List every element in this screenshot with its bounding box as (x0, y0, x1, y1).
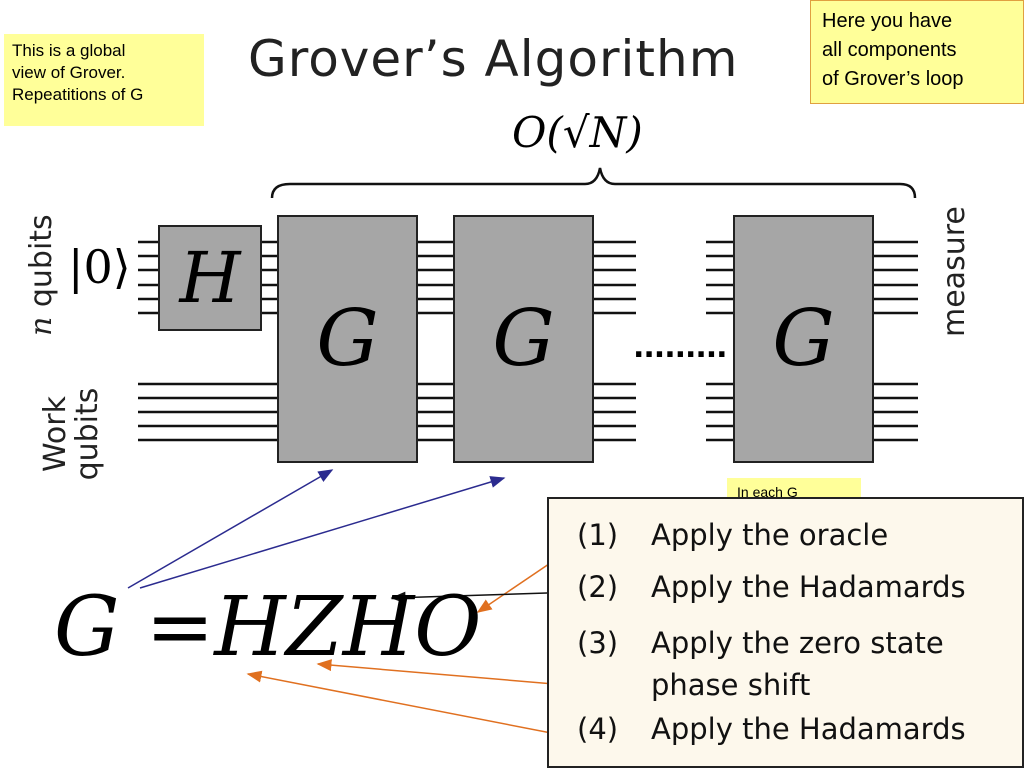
n-qubits-label: n qubits (24, 214, 60, 336)
step-2-text: Apply the Hadamards (651, 570, 966, 604)
page-title: Grover’s Algorithm (248, 30, 739, 88)
arrow-equation-to-g1 (127, 469, 334, 589)
repetition-dots: ......... (633, 330, 728, 365)
grover-gate-1: G (277, 215, 418, 463)
grover-gate-3: G (733, 215, 874, 463)
note-in-each-g-text: In each G (737, 484, 798, 500)
steps-box: (1) Apply the oracle (2) Apply the Hadamar… (547, 497, 1024, 768)
note-components-text: Here you have all components of Grover’s… (822, 10, 964, 90)
note-global-view: This is a global view of Grover. Repeati… (4, 34, 204, 126)
step-3: (3) Apply the zero state phase shift (577, 621, 944, 707)
note-global-view-text: This is a global view of Grover. Repeati… (12, 41, 144, 104)
n-qubits-variable: n (24, 316, 59, 336)
note-components: Here you have all components of Grover’s… (810, 0, 1024, 104)
step-3-number: (3) (577, 626, 619, 660)
hadamard-gate: H (158, 225, 262, 331)
step-3-continuation: phase shift (651, 668, 811, 702)
repeat-brace (270, 167, 917, 199)
arrow-equation-to-g2 (139, 476, 506, 589)
step-1: (1) Apply the oracle (577, 513, 888, 557)
grover-gate-2: G (453, 215, 594, 463)
step-4: (4) Apply the Hadamards (577, 707, 966, 751)
n-qubits-word: qubits (24, 214, 59, 317)
step-1-number: (1) (577, 518, 619, 552)
ket-zero-label: |0⟩ (68, 240, 131, 294)
work-qubits-label: Work qubits (38, 387, 105, 481)
step-2: (2) Apply the Hadamards (577, 565, 966, 609)
step-3-text: Apply the zero state (651, 626, 944, 660)
grover-equation: G =HZHO (54, 580, 482, 675)
arrow-step4-to-h (246, 670, 578, 739)
step-2-number: (2) (577, 570, 619, 604)
step-4-number: (4) (577, 712, 619, 746)
step-1-text: Apply the oracle (651, 518, 889, 552)
measure-label: measure (937, 206, 972, 337)
complexity-label: O(√N) (512, 108, 643, 157)
step-4-text: Apply the Hadamards (651, 712, 966, 746)
